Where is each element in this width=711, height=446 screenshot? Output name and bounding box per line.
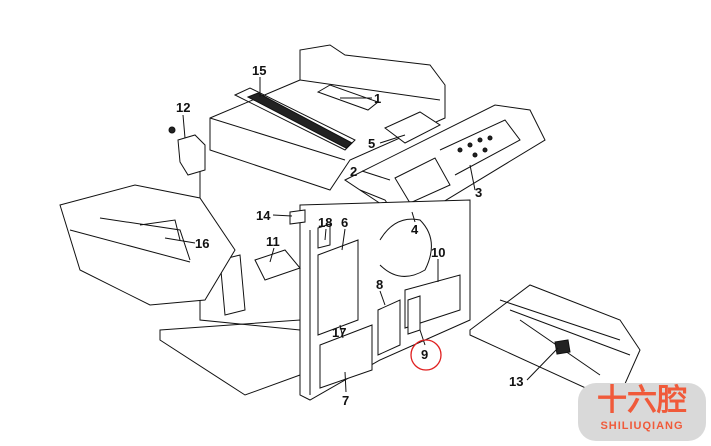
callout-10: 10 xyxy=(431,245,445,260)
highlight-circle xyxy=(410,339,442,371)
callout-3: 3 xyxy=(475,185,482,200)
watermark-chinese: 十六腔 xyxy=(597,383,687,418)
scanner-unit xyxy=(209,44,446,191)
callout-9: 9 xyxy=(421,347,428,362)
watermark-latin: SHILIUQIANG xyxy=(600,420,684,432)
callout-14: 14 xyxy=(256,208,271,223)
callout-6: 6 xyxy=(341,215,348,230)
callout-16: 16 xyxy=(195,236,209,251)
callout-5: 5 xyxy=(368,136,375,151)
fuser-unit xyxy=(59,184,236,306)
callout-2: 2 xyxy=(350,164,357,179)
callout-12: 12 xyxy=(176,100,190,115)
callout-15: 15 xyxy=(252,63,266,78)
watermark-logo: 十六腔 SHILIUQIANG xyxy=(578,383,706,441)
drum-unit xyxy=(469,284,641,396)
leader-lines xyxy=(164,77,559,393)
callout-1: 1 xyxy=(374,91,381,106)
callout-7: 7 xyxy=(342,393,349,408)
callout-13: 13 xyxy=(509,374,523,389)
callout-4: 4 xyxy=(411,222,419,237)
callout-17: 17 xyxy=(332,325,346,340)
callout-18: 18 xyxy=(318,215,332,230)
callout-11: 11 xyxy=(266,234,280,249)
callout-8: 8 xyxy=(376,277,383,292)
hinge-bracket xyxy=(168,126,206,176)
